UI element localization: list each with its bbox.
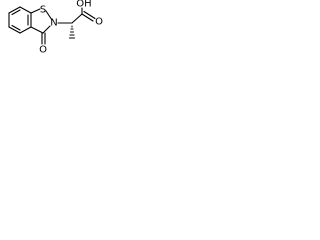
bond-c-c-fused (30, 26, 44, 34)
bond-ch-cooh (71, 13, 83, 24)
atom-acid-carbonyl-oxygen-label: O (95, 17, 103, 28)
bond-c-o-double-2 (83, 10, 96, 20)
atom-acid-hydroxyl-label: OH (76, 0, 91, 10)
isothiazolone-ring (30, 8, 53, 45)
bond-ring-4 (8, 26, 21, 34)
atom-sulfur-label: S (40, 5, 46, 16)
bond-s-n (45, 10, 53, 21)
bond-ring-1 (19, 6, 32, 14)
benzene-ring (8, 6, 32, 34)
atom-nitrogen-label: N (50, 18, 57, 29)
atom-ketone-oxygen-label: O (39, 45, 47, 56)
bond-ring-inner-1 (11, 9, 21, 16)
chemical-structure: S N O OH O (8, 0, 103, 56)
bond-ring-6 (8, 6, 21, 14)
bond-c-o-double-1 (81, 13, 94, 22)
bond-c-s (30, 8, 41, 14)
bond-n-c (42, 25, 51, 34)
bond-ring-inner-2 (11, 24, 21, 31)
bond-ring-3 (19, 26, 32, 34)
hashed-wedge-bond (68, 25, 76, 39)
side-chain (57, 7, 96, 39)
